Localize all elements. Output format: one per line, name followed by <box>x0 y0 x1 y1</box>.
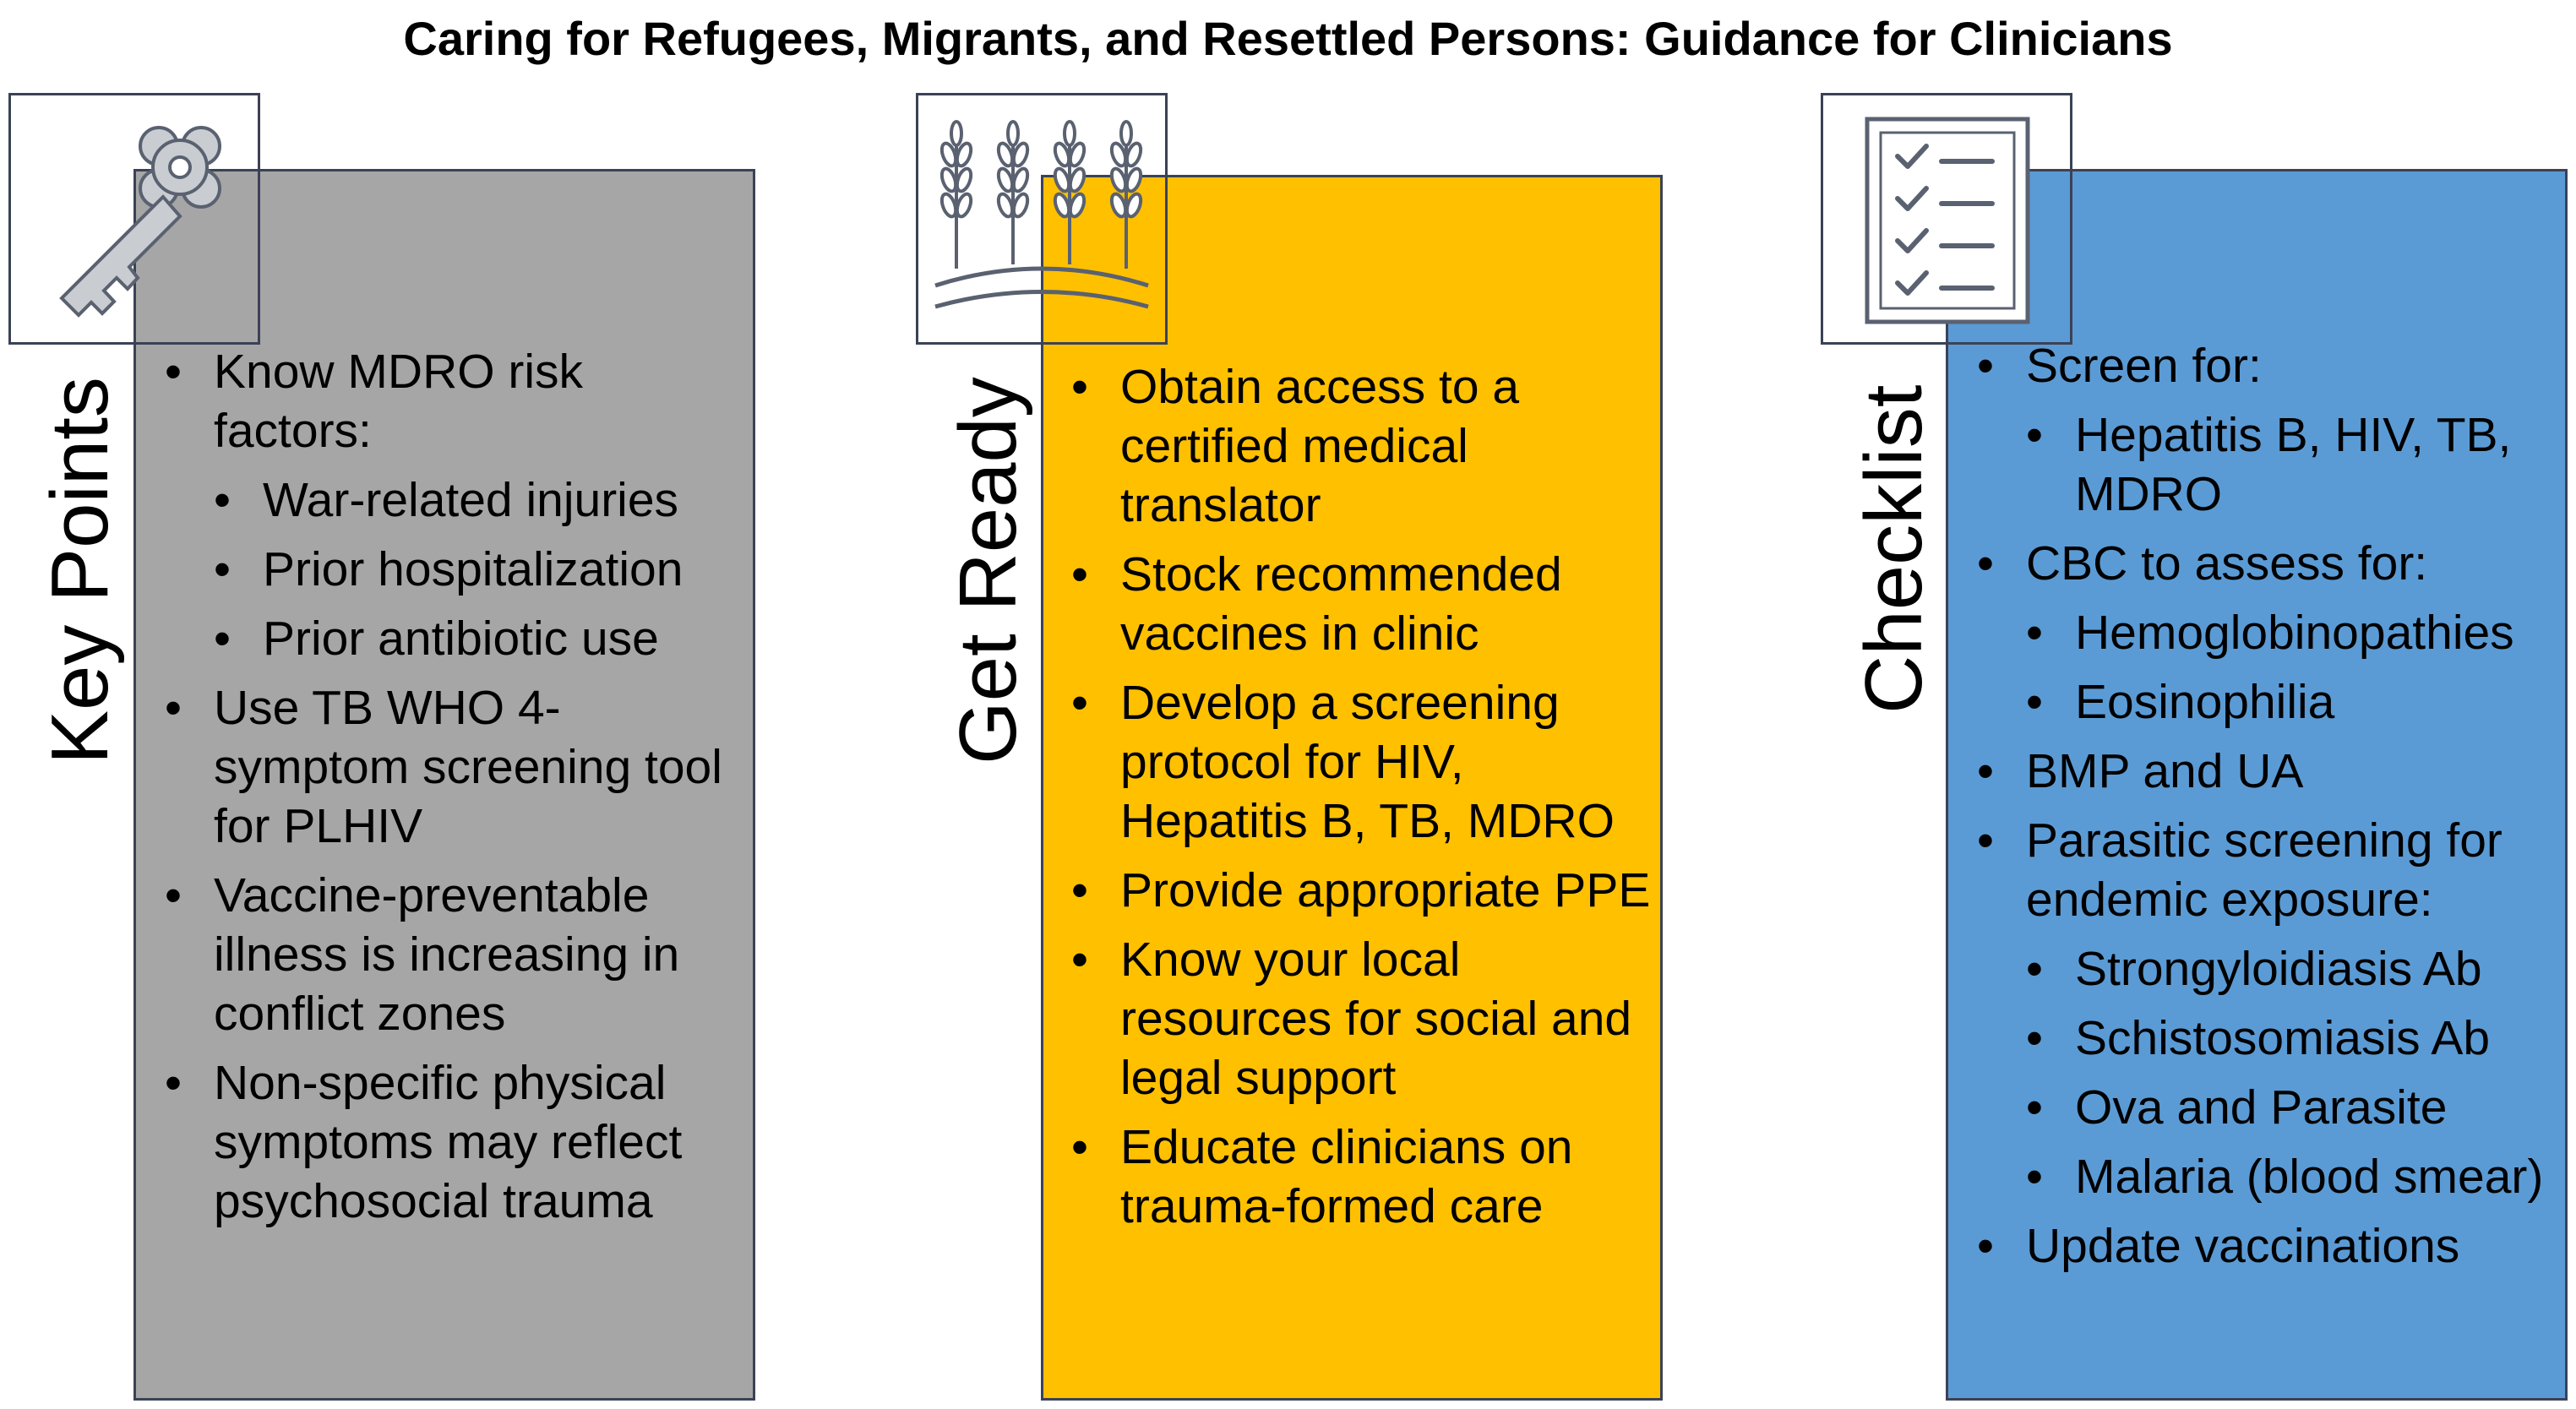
get-ready-icon-box <box>916 93 1168 345</box>
list-item: Use TB WHO 4-symptom screening tool for … <box>165 678 748 856</box>
list-item: Know MDRO risk factors: <box>165 342 748 460</box>
checklist-label: Checklist <box>1849 384 1939 714</box>
checklist-icon-box <box>1821 93 2072 345</box>
list-item: Know your local resources for social and… <box>1071 930 1654 1107</box>
list-item: Ova and Parasite <box>2026 1078 2560 1137</box>
checklist-list: Screen for: Hepatitis B, HIV, TB, MDRO C… <box>1977 336 2560 1286</box>
list-item: Non-specific physical symptoms may refle… <box>165 1053 748 1231</box>
list-item: Obtain access to a certified medical tra… <box>1071 357 1654 535</box>
list-item: Eosinophilia <box>2026 672 2560 732</box>
get-ready-list: Obtain access to a certified medical tra… <box>1071 357 1654 1246</box>
list-item: Educate clinicians on trauma-formed care <box>1071 1118 1654 1236</box>
list-item: Parasitic screening for endemic exposure… <box>1977 811 2560 929</box>
list-item: Provide appropriate PPE <box>1071 861 1654 920</box>
list-item: Hemoglobinopathies <box>2026 603 2560 662</box>
list-item: Vaccine-preventable illness is increasin… <box>165 866 748 1043</box>
list-item: Malaria (blood smear) <box>2026 1147 2560 1206</box>
list-item: Strongyloidiasis Ab <box>2026 939 2560 998</box>
list-item: Schistosomiasis Ab <box>2026 1009 2560 1068</box>
wheat-icon <box>934 120 1149 309</box>
list-item: Stock recommended vaccines in clinic <box>1071 545 1654 663</box>
key-points-label: Key Points <box>35 377 125 764</box>
list-item: CBC to assess for: <box>1977 534 2560 593</box>
list-item: BMP and UA <box>1977 742 2560 801</box>
list-item: War-related injuries <box>214 471 748 530</box>
list-item: Hepatitis B, HIV, TB, MDRO <box>2026 405 2560 524</box>
get-ready-label: Get Ready <box>943 377 1033 764</box>
checklist-icon <box>1865 117 2030 324</box>
list-item: Update vaccinations <box>1977 1216 2560 1276</box>
key-points-list: Know MDRO risk factors: War-related inju… <box>165 342 748 1241</box>
key-points-icon-box <box>8 93 260 345</box>
list-item: Prior hospitalization <box>214 540 748 599</box>
list-item: Develop a screening protocol for HIV, He… <box>1071 673 1654 851</box>
key-icon <box>59 126 221 318</box>
list-item: Prior antibiotic use <box>214 609 748 668</box>
list-item: Screen for: <box>1977 336 2560 395</box>
page-title: Caring for Refugees, Migrants, and Reset… <box>403 12 2173 65</box>
